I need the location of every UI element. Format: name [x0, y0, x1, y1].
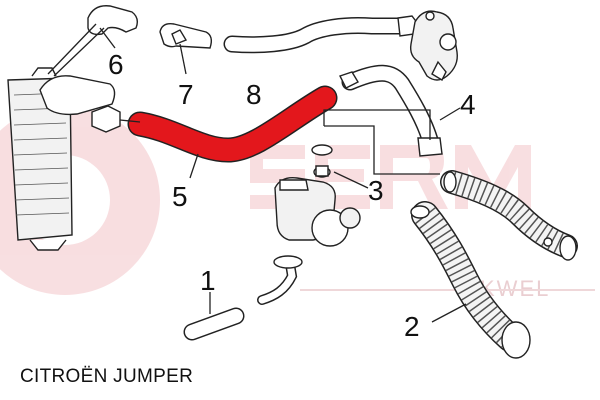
- valve-bolt: [425, 11, 435, 21]
- callout-3-bracket: [324, 125, 440, 175]
- watermark-letter-s: [250, 145, 305, 209]
- hose-5-highlighted: [91, 85, 338, 163]
- hose-8: [223, 15, 419, 54]
- seals-3: [311, 109, 440, 189]
- callout-4: 4: [460, 89, 476, 120]
- callout-1: 1: [200, 265, 216, 296]
- intercooler-outlet-tank: [39, 75, 116, 116]
- callout-2-leader: [431, 303, 467, 323]
- pipe-4-end: [417, 137, 443, 157]
- callout-4-leader: [439, 107, 461, 121]
- callout-2: 2: [404, 311, 420, 342]
- callout-5-leader: [189, 153, 199, 179]
- watermark-letter-m: [455, 145, 531, 209]
- callout-7: 7: [178, 79, 194, 110]
- vehicle-caption: CITROËN JUMPER: [20, 366, 194, 387]
- callout-3-connector: [323, 109, 431, 140]
- turbo-top-flange: [279, 179, 309, 191]
- hose-5-connector-line: [119, 119, 141, 123]
- callout-3-leader: [333, 171, 369, 189]
- callout-5: 5: [172, 181, 188, 212]
- duct-rear-cap: [443, 171, 457, 193]
- small-pipe-body: [258, 260, 296, 304]
- hose-5-clamp-left: [91, 105, 121, 133]
- small-pipe-flange: [273, 255, 303, 269]
- pipe-4-clamp: [339, 71, 359, 89]
- turbo-flange: [339, 207, 361, 229]
- valve-flange: [431, 60, 447, 81]
- callout-7-leader: [179, 43, 187, 75]
- duct-rear-port: [543, 237, 553, 247]
- valve-body: [409, 10, 458, 81]
- duct-2-cap: [410, 205, 430, 219]
- seal-ring-top: [311, 144, 333, 156]
- callout-3: 3: [368, 175, 384, 206]
- pipe-4: [339, 64, 461, 157]
- callout-6-leader: [99, 27, 116, 49]
- callout-8: 8: [246, 79, 262, 110]
- seal-sleeve: [315, 165, 329, 177]
- hose-5-body: [129, 87, 336, 162]
- hose-7-clamp: [171, 29, 188, 45]
- hose-1: [183, 292, 245, 341]
- valve-housing: [409, 10, 458, 81]
- callout-6: 6: [108, 49, 124, 80]
- intercooler-foot: [29, 239, 67, 251]
- hose-8-body: [225, 18, 409, 52]
- intercooler: [7, 67, 116, 251]
- duct-rear-mouth: [559, 235, 577, 261]
- hose-6-pipe-line: [47, 23, 97, 75]
- watermark-letter-r: [380, 145, 448, 209]
- pipe-4-body: [343, 66, 437, 147]
- duct-2: [410, 201, 531, 359]
- intercooler-top-bracket: [31, 67, 57, 77]
- valve-port: [439, 33, 457, 51]
- hose-6: [47, 5, 139, 77]
- hose-6-body: [87, 5, 139, 36]
- hose-6-pipe-line-2: [53, 27, 105, 77]
- hose-7-body: [159, 22, 213, 49]
- watermark-letter-e: [315, 145, 370, 209]
- hose-1-body: [185, 309, 243, 339]
- duct-rear: [440, 170, 578, 261]
- small-pipe: [257, 255, 303, 305]
- duct-2-mouth: [501, 321, 531, 359]
- duct-rear-body: [441, 171, 577, 257]
- hose-7: [159, 22, 213, 75]
- duct-2-body: [412, 202, 523, 351]
- turbo-housing: [274, 177, 361, 247]
